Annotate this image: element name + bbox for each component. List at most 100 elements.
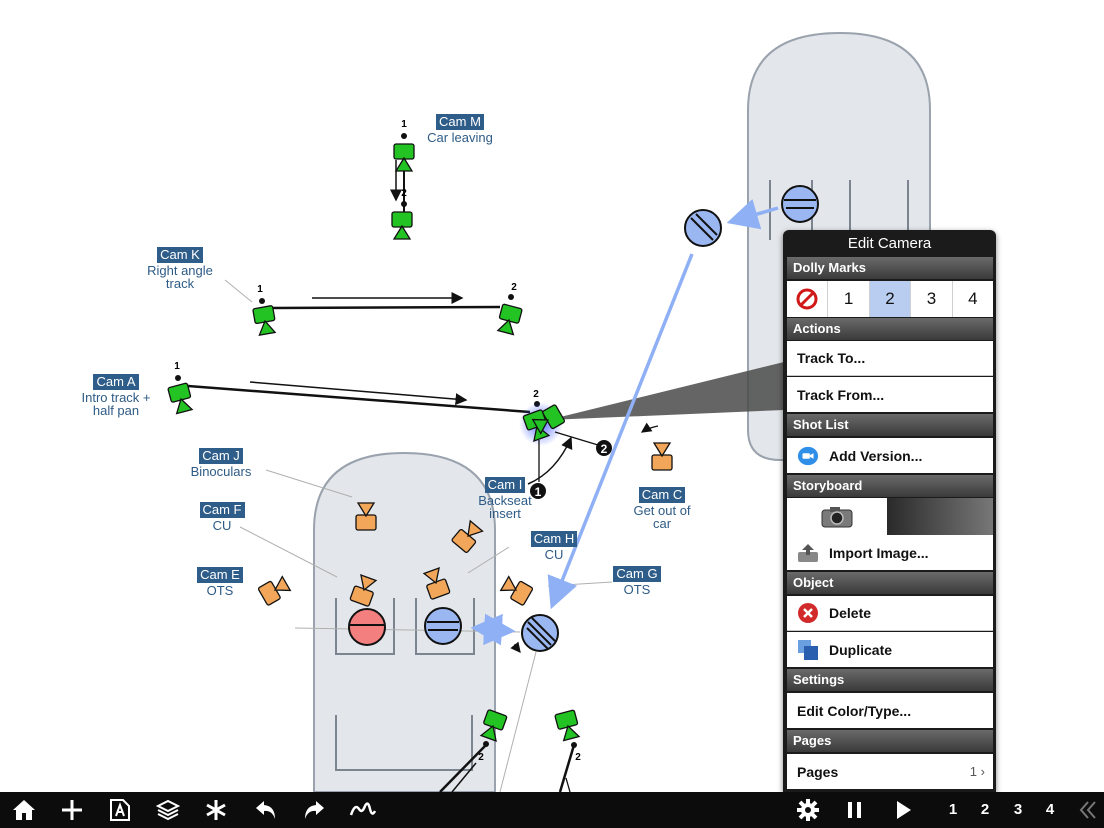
cam-f-label[interactable]: Cam F CU bbox=[192, 501, 252, 532]
cam-h-label[interactable]: Cam H CU bbox=[524, 530, 584, 561]
cam-a-tag: Cam A bbox=[93, 374, 139, 390]
path-draw-button[interactable] bbox=[346, 792, 380, 828]
cam-e-desc: OTS bbox=[206, 583, 234, 598]
redo-button[interactable] bbox=[298, 792, 330, 828]
text-button[interactable] bbox=[104, 792, 136, 828]
svg-text:1: 1 bbox=[535, 485, 542, 499]
add-version-button[interactable]: Add Version... bbox=[787, 438, 993, 473]
cam-h-camera-1[interactable] bbox=[451, 519, 484, 554]
page-3-button[interactable]: 3 bbox=[1013, 801, 1023, 818]
cam-i-desc-2: insert bbox=[489, 506, 521, 521]
cam-c-camera[interactable] bbox=[651, 442, 673, 471]
pause-button[interactable] bbox=[842, 792, 868, 828]
dolly-mark-1-button[interactable]: 1 bbox=[828, 281, 870, 317]
upload-icon bbox=[797, 542, 819, 564]
dolly-marker-1[interactable]: 1 bbox=[530, 483, 546, 499]
delete-button[interactable]: Delete bbox=[787, 596, 993, 631]
add-icon bbox=[62, 800, 82, 820]
section-pages: Pages bbox=[787, 730, 993, 752]
dolly-mark-selector: 1 2 3 4 bbox=[787, 281, 993, 317]
home-button[interactable] bbox=[8, 792, 40, 828]
play-button[interactable] bbox=[890, 792, 916, 828]
page-4-button[interactable]: 4 bbox=[1045, 801, 1055, 818]
actor-blue-outside[interactable] bbox=[521, 614, 559, 652]
add-version-label: Add Version... bbox=[829, 447, 923, 464]
chevron-right-icon: › bbox=[980, 764, 985, 779]
cam-g-camera[interactable] bbox=[499, 575, 534, 606]
cam-m-camera-1[interactable] bbox=[393, 143, 415, 172]
edit-color-type-button[interactable]: Edit Color/Type... bbox=[787, 693, 993, 728]
text-icon bbox=[110, 799, 130, 821]
asterisk-button[interactable] bbox=[200, 792, 232, 828]
cam-f-desc: CU bbox=[212, 518, 232, 533]
actor-red-driver[interactable] bbox=[348, 608, 386, 646]
car-shape-bottom[interactable] bbox=[313, 451, 496, 792]
cam-h-camera-2[interactable] bbox=[422, 567, 451, 600]
cam-a-camera-1[interactable] bbox=[167, 382, 194, 415]
cam-a-mark-1: 1 bbox=[174, 361, 180, 372]
cam-e-camera[interactable] bbox=[257, 575, 292, 606]
cam-j-label[interactable]: Cam J Binoculars bbox=[181, 447, 261, 478]
section-dolly-marks: Dolly Marks bbox=[787, 257, 993, 279]
dolly-mark-4-button[interactable]: 4 bbox=[968, 289, 978, 308]
actor-blue-moving[interactable] bbox=[684, 209, 722, 247]
add-button[interactable] bbox=[56, 792, 88, 828]
cam-k-label[interactable]: Cam K Right angle track bbox=[138, 246, 222, 290]
duplicate-icon bbox=[797, 639, 819, 661]
cam-m-label[interactable]: Cam M Car leaving bbox=[420, 113, 500, 144]
cam-g-label[interactable]: Cam G OTS bbox=[607, 565, 667, 596]
dolly-mark-2-button[interactable]: 2 bbox=[869, 281, 912, 317]
cam-f-camera[interactable] bbox=[349, 574, 378, 607]
duplicate-label: Duplicate bbox=[829, 641, 893, 658]
track-to-button[interactable]: Track To... bbox=[787, 341, 993, 376]
cam-c-desc-2: car bbox=[652, 516, 672, 531]
import-image-button[interactable]: Import Image... bbox=[787, 535, 993, 570]
cam-g-tag: Cam G bbox=[613, 566, 661, 582]
page-1-button[interactable]: 1 bbox=[948, 801, 958, 818]
settings-button[interactable] bbox=[793, 792, 823, 828]
section-settings: Settings bbox=[787, 669, 993, 691]
cam-c-label[interactable]: Cam C Get out of car bbox=[622, 486, 702, 530]
path-icon bbox=[349, 802, 377, 816]
cam-a-desc-2: half pan bbox=[92, 403, 140, 418]
no-entry-icon bbox=[796, 288, 818, 310]
dolly-mark-none-button[interactable] bbox=[787, 281, 829, 317]
cam-a-camera-2-selected[interactable] bbox=[522, 404, 566, 442]
cam-j-camera[interactable] bbox=[355, 502, 377, 531]
cam-k-camera-2[interactable] bbox=[496, 303, 523, 336]
edit-camera-panel: Edit Camera Dolly Marks 1 2 3 4 Actions … bbox=[783, 230, 996, 792]
import-image-label: Import Image... bbox=[829, 544, 929, 561]
actor-blue-top-right[interactable] bbox=[781, 185, 819, 223]
cam-i-label[interactable]: Cam I Backseat insert bbox=[470, 476, 540, 520]
cam-m-camera-2[interactable] bbox=[391, 211, 413, 240]
storyboard-frame-1[interactable] bbox=[787, 498, 887, 535]
storyboard-frame-empty[interactable] bbox=[887, 498, 993, 535]
layers-button[interactable] bbox=[152, 792, 184, 828]
cam-m-mark-2: 2 bbox=[401, 188, 407, 199]
cam-e-label[interactable]: Cam E OTS bbox=[190, 566, 250, 597]
camera-bottom-2[interactable] bbox=[554, 709, 581, 742]
cam-f-tag: Cam F bbox=[199, 502, 245, 518]
cam-k-desc-2: track bbox=[165, 276, 195, 291]
delete-icon bbox=[797, 602, 819, 624]
cam-k-camera-1[interactable] bbox=[252, 305, 277, 337]
collapse-button[interactable] bbox=[1076, 792, 1100, 828]
cam-c-desc-1: Get out of bbox=[633, 503, 691, 518]
dolly-marker-2[interactable]: 2 bbox=[596, 440, 612, 456]
camera-bottom-1[interactable] bbox=[479, 709, 508, 742]
dolly-mark-3-button[interactable]: 3 bbox=[911, 281, 953, 317]
actor-blue-passenger[interactable] bbox=[424, 607, 462, 645]
track-from-button[interactable]: Track From... bbox=[787, 377, 993, 412]
pages-button[interactable]: Pages 1 › bbox=[787, 754, 993, 789]
cam-i-tag: Cam I bbox=[484, 477, 526, 493]
duplicate-button[interactable]: Duplicate bbox=[787, 632, 993, 667]
undo-button[interactable] bbox=[250, 792, 282, 828]
page-2-button[interactable]: 2 bbox=[980, 801, 990, 818]
pause-icon bbox=[848, 802, 861, 818]
cam-a-mark-2: 2 bbox=[533, 389, 539, 400]
collapse-icon bbox=[1079, 801, 1096, 819]
cam-m-tag: Cam M bbox=[436, 114, 484, 130]
section-storyboard: Storyboard bbox=[787, 475, 993, 497]
cam-e-tag: Cam E bbox=[197, 567, 243, 583]
cam-a-label[interactable]: Cam A Intro track + half pan bbox=[74, 373, 158, 417]
